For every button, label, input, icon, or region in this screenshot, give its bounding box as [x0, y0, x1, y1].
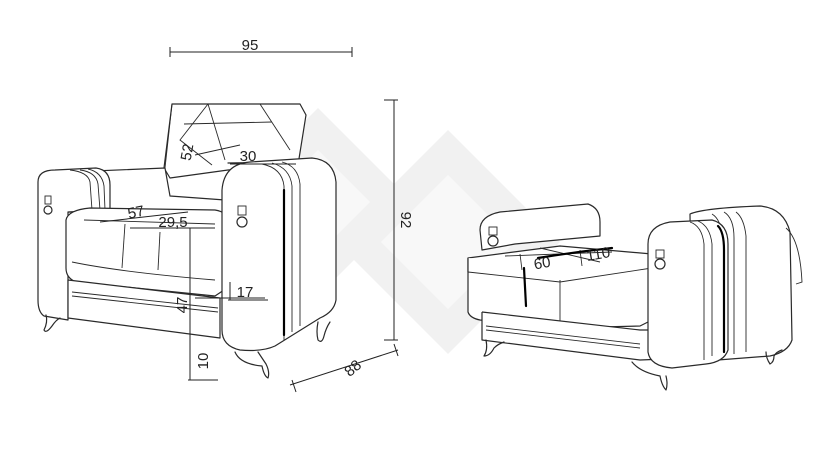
dim-width-label: 95	[242, 37, 259, 54]
armchair-open-view: 60 110	[467, 203, 803, 391]
dim-leg-height-label: 10	[195, 353, 212, 370]
left-armrest	[37, 167, 111, 321]
open-leg-center	[631, 361, 668, 391]
open-leg-left	[483, 339, 505, 357]
dim-back-cushion-width-label: 30	[240, 148, 257, 165]
open-near-armrest	[647, 219, 729, 369]
ring-handle-icon	[487, 235, 499, 247]
dim-storage-width-label: 110	[585, 244, 612, 265]
ring-handle-icon	[654, 258, 666, 270]
ring-handle-icon	[43, 205, 53, 215]
ring-handle-icon	[236, 216, 248, 228]
back-cushion	[163, 103, 307, 179]
dimension-lines	[99, 47, 399, 393]
dim-seat-height-label: 47	[174, 297, 191, 314]
front-right-leg	[234, 351, 270, 379]
base-front	[43, 279, 331, 379]
dim-depth-label: 88	[341, 357, 365, 381]
open-base	[481, 311, 783, 391]
left-leg	[43, 314, 61, 332]
raised-back-panel	[479, 203, 601, 251]
armchair-front-view: 95 92 88 52 30 57 29,5 17 47 10	[37, 37, 414, 393]
storage-width-line	[536, 246, 614, 260]
dim-seat-depth-label: 57	[126, 203, 146, 223]
open-seat-platform	[467, 245, 653, 329]
back-right-leg	[316, 321, 331, 342]
dim-storage-depth-label: 60	[533, 254, 552, 274]
seat-cushion	[65, 207, 229, 297]
dim-seat-front-width-label: 29,5	[158, 214, 187, 231]
open-leg-right	[765, 349, 783, 365]
right-armrest	[221, 157, 337, 352]
dim-armrest-width-label: 17	[237, 284, 254, 301]
dim-back-cushion-height-label: 52	[178, 143, 198, 162]
dim-height-label: 92	[397, 212, 414, 229]
